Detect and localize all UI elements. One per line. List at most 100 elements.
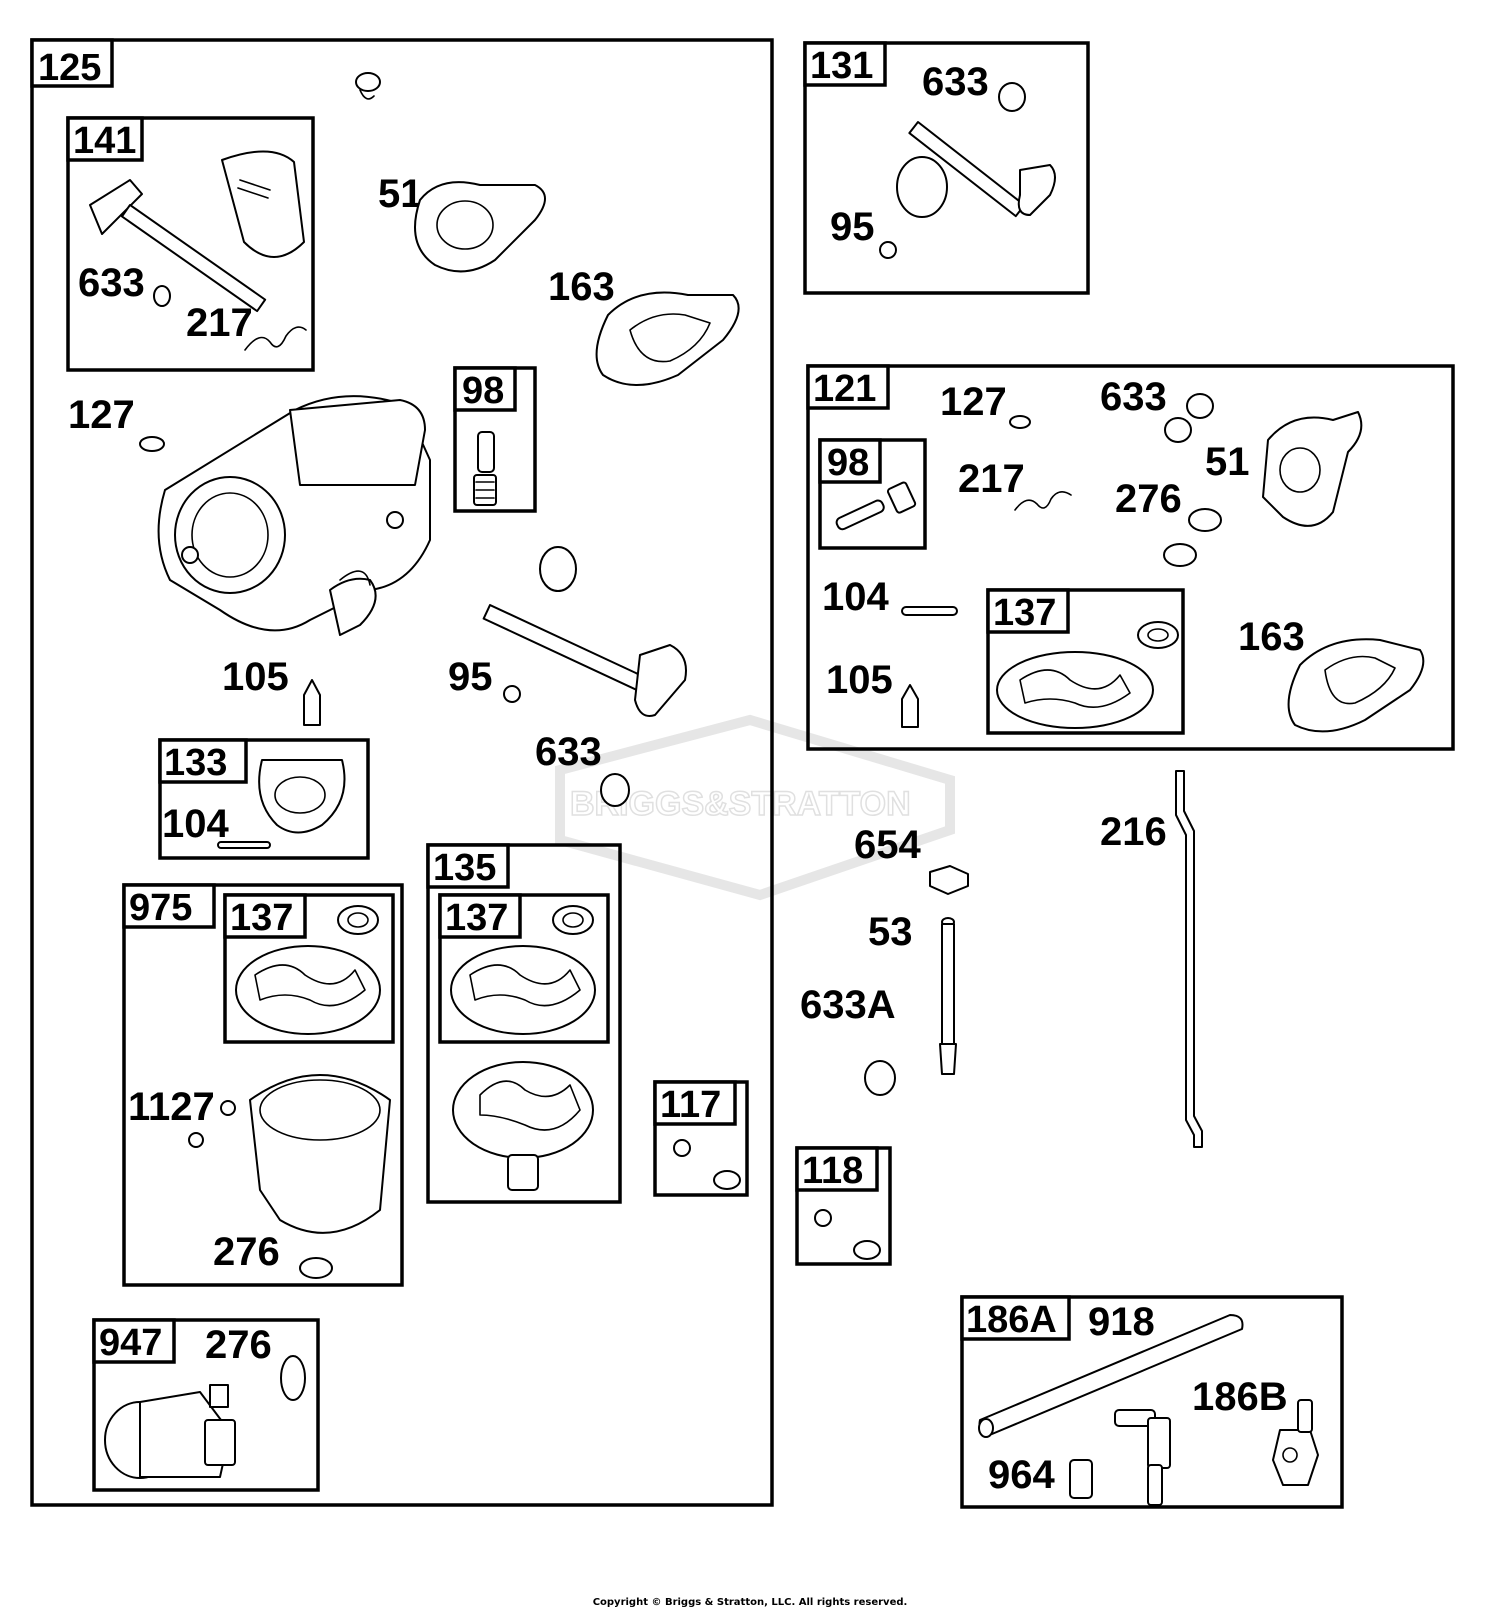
box-141-label: 141 bbox=[73, 120, 136, 162]
box-137a-label: 137 bbox=[230, 897, 293, 939]
gasket-163-121-part bbox=[1287, 638, 1425, 733]
box-141-tag bbox=[66, 116, 144, 162]
label-633-in-131: 633 bbox=[922, 60, 989, 104]
box-947-tag bbox=[92, 1318, 176, 1364]
shaft-131-part bbox=[896, 120, 1056, 218]
label-53: 53 bbox=[868, 910, 913, 954]
washer-633-part bbox=[153, 285, 171, 307]
box-117-tag bbox=[653, 1080, 737, 1126]
label-217-in-121: 217 bbox=[958, 457, 1025, 501]
box-121-frame bbox=[806, 364, 1455, 751]
nozzle-53-part bbox=[939, 917, 957, 1075]
label-216: 216 bbox=[1100, 810, 1167, 854]
needle-105-part bbox=[303, 679, 321, 726]
label-217-in-141: 217 bbox=[186, 301, 253, 345]
elbow-fitting-part bbox=[1114, 1409, 1171, 1506]
box-975-frame bbox=[122, 883, 404, 1287]
solenoid-947-part bbox=[104, 1384, 236, 1479]
screw-131-part bbox=[879, 241, 897, 259]
gasket-kit-137a-part bbox=[235, 905, 381, 1035]
box-98-tag bbox=[453, 366, 517, 412]
box-118-tag bbox=[795, 1146, 879, 1192]
label-163: 163 bbox=[548, 265, 615, 309]
box-975-tag bbox=[122, 883, 216, 929]
screw-95-part bbox=[503, 685, 521, 703]
label-276-in-947: 276 bbox=[205, 1323, 272, 1367]
box-135-label: 135 bbox=[433, 847, 496, 889]
box-137a-frame bbox=[223, 893, 395, 1044]
gasket-51-part bbox=[414, 181, 546, 273]
box-118-label: 118 bbox=[802, 1150, 863, 1192]
label-633-in-121: 633 bbox=[1100, 375, 1167, 419]
label-51-in-121: 51 bbox=[1205, 440, 1250, 484]
box-125-tag bbox=[30, 38, 114, 88]
seal-276-121a-part bbox=[1188, 508, 1222, 532]
choke-shaft-part bbox=[89, 150, 305, 313]
box-125-frame bbox=[30, 38, 774, 1507]
box-98b-label: 98 bbox=[827, 442, 869, 484]
washer-117-part bbox=[713, 1170, 741, 1190]
washer-118-part bbox=[853, 1240, 881, 1260]
clip-part bbox=[355, 72, 381, 100]
label-186B: 186B bbox=[1192, 1375, 1288, 1419]
box-133-frame bbox=[158, 738, 370, 860]
label-104-in-121: 104 bbox=[822, 575, 889, 619]
box-947-frame bbox=[92, 1318, 320, 1492]
box-121-tag bbox=[806, 364, 890, 410]
gasket-51-121-part bbox=[1262, 411, 1363, 527]
label-633-in-141: 633 bbox=[78, 261, 145, 305]
box-98b-tag bbox=[818, 438, 882, 484]
box-131-label: 131 bbox=[810, 45, 873, 87]
label-95: 95 bbox=[448, 655, 493, 699]
float-bowl-975-part bbox=[188, 1074, 391, 1234]
oring-127-part bbox=[139, 436, 165, 452]
label-127-in-121: 127 bbox=[940, 380, 1007, 424]
bushing-633-part bbox=[600, 773, 630, 807]
box-135-tag bbox=[426, 843, 510, 889]
label-51: 51 bbox=[378, 172, 423, 216]
sleeve-964-part bbox=[1069, 1459, 1093, 1499]
gasket-kit-137c-part bbox=[996, 621, 1179, 729]
fitting-186B-part bbox=[1272, 1399, 1319, 1486]
spring-217-part bbox=[244, 326, 307, 351]
gasket-163-part bbox=[595, 291, 740, 386]
bushing-633A-part bbox=[864, 1060, 896, 1096]
throttle-shaft-part bbox=[482, 546, 687, 717]
box-133-tag bbox=[158, 738, 248, 784]
box-141-frame bbox=[66, 116, 315, 372]
box-137b-tag bbox=[438, 893, 522, 939]
spring-217-121-part bbox=[1014, 491, 1072, 511]
box-137a-tag bbox=[223, 893, 307, 939]
box-131-frame bbox=[803, 41, 1090, 295]
label-163-in-121: 163 bbox=[1238, 615, 1305, 659]
box-137b-frame bbox=[438, 893, 610, 1044]
linkage-rod-216-part bbox=[1175, 770, 1203, 1148]
box-121-label: 121 bbox=[813, 368, 876, 410]
needle-105-121-part bbox=[901, 684, 919, 728]
copyright-notice: Copyright © Briggs & Stratton, LLC. All … bbox=[593, 1597, 908, 1608]
box-186A-tag bbox=[960, 1295, 1071, 1341]
screw-spring-98-part bbox=[473, 431, 497, 506]
label-964: 964 bbox=[988, 1453, 1055, 1497]
screw-117-part bbox=[673, 1139, 691, 1157]
box-186A-label: 186A bbox=[966, 1299, 1057, 1341]
label-1127: 1127 bbox=[128, 1085, 215, 1129]
box-98-label: 98 bbox=[462, 370, 504, 412]
box-125-label: 125 bbox=[38, 47, 101, 89]
label-105-in-121: 105 bbox=[826, 658, 893, 702]
gasket-kit-137b-part bbox=[450, 905, 596, 1035]
box-947-label: 947 bbox=[99, 1322, 162, 1364]
fuel-line-918-part bbox=[978, 1314, 1244, 1438]
bushing-121b-part bbox=[1164, 417, 1192, 443]
label-276-in-975: 276 bbox=[213, 1230, 280, 1274]
label-654: 654 bbox=[854, 823, 921, 867]
box-186A-frame bbox=[960, 1295, 1344, 1509]
label-105: 105 bbox=[222, 655, 289, 699]
box-131-tag bbox=[803, 41, 887, 87]
box-133-label: 133 bbox=[164, 742, 227, 784]
pin-104-part bbox=[901, 606, 958, 616]
label-633A: 633A bbox=[800, 983, 896, 1027]
float-133-part bbox=[217, 759, 346, 849]
label-918: 918 bbox=[1088, 1300, 1155, 1344]
